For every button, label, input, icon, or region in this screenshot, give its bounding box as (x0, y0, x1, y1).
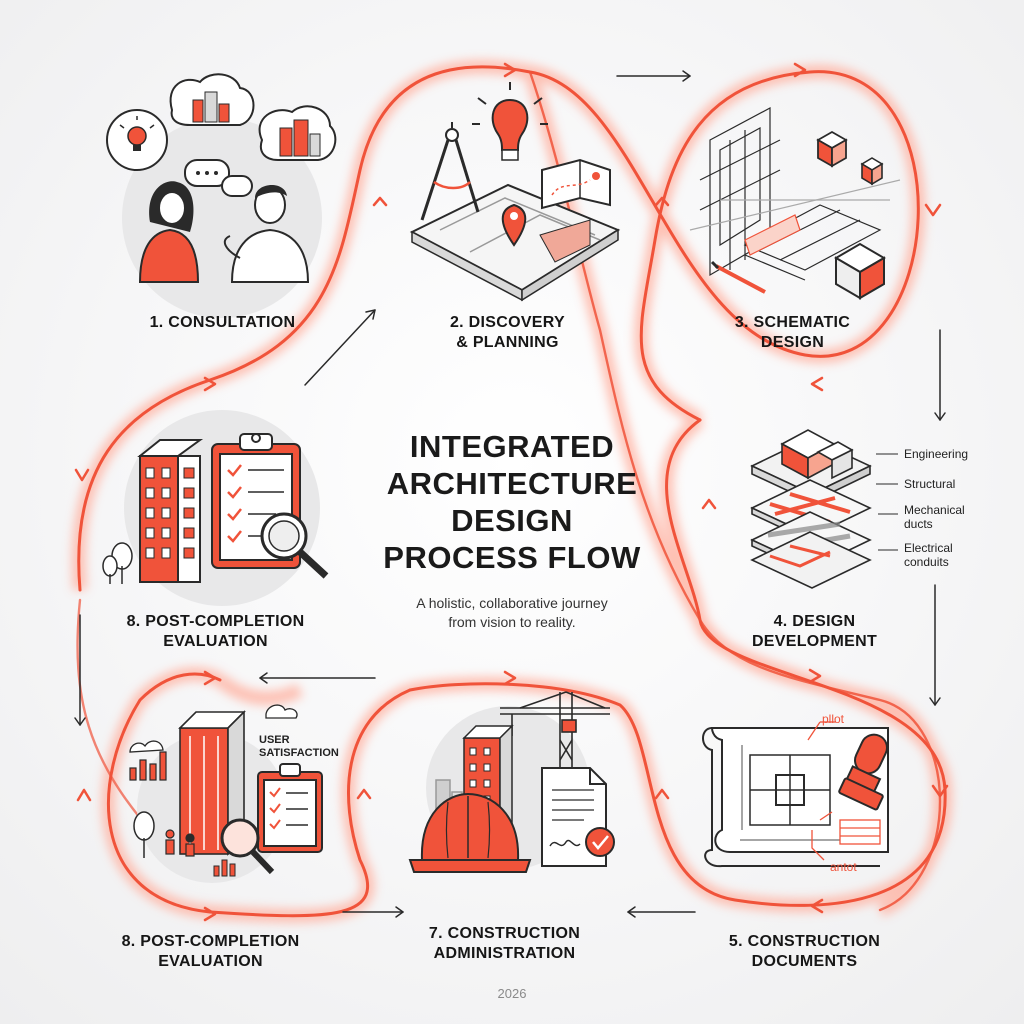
footer-year: 2026 (497, 986, 527, 1001)
consultation-illustration (106, 73, 337, 318)
title-block: INTEGRATED ARCHITECTURE DESIGN PROCESS F… (352, 428, 672, 632)
cube-icon (816, 130, 848, 168)
step-label-consultation: 1. CONSULTATION (149, 314, 296, 331)
pilot-annotation: pllot (822, 712, 845, 726)
person-icon (138, 181, 200, 283)
cube-icon (860, 157, 884, 186)
flow-path (76, 65, 947, 918)
user-satisfaction-label: USER SATISFACTION (259, 734, 339, 759)
construction-admin-illustration (408, 691, 615, 873)
chat-icon (184, 159, 253, 197)
map-pin-icon (501, 203, 527, 247)
step-label-schematic-design: 3. SCHEMATIC DESIGN (734, 314, 851, 351)
person-icon (223, 184, 310, 283)
discovery-illustration (409, 82, 621, 302)
blueprint-icon (702, 721, 889, 868)
stamp-icon (838, 733, 888, 811)
magnifier-icon (220, 818, 275, 875)
page-title: INTEGRATED ARCHITECTURE DESIGN PROCESS F… (383, 429, 641, 575)
bar-chart-icon (213, 859, 236, 877)
cloud-icon (129, 704, 298, 753)
layer-stack-icon (750, 429, 898, 589)
layer-label-engineering: Engineering (904, 447, 969, 461)
lightbulb-icon (106, 109, 168, 171)
antot-annotation: antot (830, 860, 857, 874)
step-label-post-completion-bottom: 8. POST-COMPLETION EVALUATION (121, 933, 300, 970)
step-label-discovery-planning: 2. DISCOVERY & PLANNING (449, 314, 566, 351)
flow-segment-1 (77, 65, 920, 592)
construction-documents-illustration (702, 721, 889, 868)
tree-icon (133, 811, 155, 858)
post-completion-top-illustration (102, 410, 329, 606)
flow-chevrons (74, 62, 949, 922)
document-check-icon (541, 767, 615, 867)
person-icon (165, 829, 195, 857)
magnifier-icon (260, 512, 329, 579)
hard-hat-icon (408, 792, 532, 873)
step-label-construction-documents: 5. CONSTRUCTION DOCUMENTS (728, 933, 881, 970)
post-completion-bottom-illustration (129, 704, 323, 883)
clipboard-icon (257, 763, 323, 853)
flow-segment-5 (76, 598, 152, 832)
pencil-icon (710, 260, 766, 294)
schematic-illustration (689, 107, 901, 300)
layer-label-electrical: Electrical conduits (904, 541, 953, 569)
city-icon (169, 73, 255, 126)
step-label-construction-administration: 7. CONSTRUCTION ADMINISTRATION (428, 925, 581, 962)
flow-segment-2 (408, 418, 947, 907)
bar-chart-icon (129, 751, 167, 781)
step-label-design-development: 4. DESIGN DEVELOPMENT (751, 613, 878, 650)
blueprint-icon (689, 107, 901, 281)
layer-label-structural: Structural (904, 477, 956, 491)
layer-label-mechanical: Mechanical ducts (904, 503, 965, 531)
connector-arrows (74, 70, 946, 918)
page-subtitle: A holistic, collaborative journey from v… (416, 595, 608, 630)
blueprint-icon (541, 158, 611, 210)
lightbulb-icon (472, 82, 548, 161)
building-icon (780, 429, 854, 480)
cube-icon (834, 242, 886, 300)
tree-icon (102, 542, 133, 584)
building-icon (137, 439, 204, 583)
city-icon (258, 105, 337, 161)
step-label-post-completion-top: 8. POST-COMPLETION EVALUATION (126, 613, 305, 650)
compass-icon (420, 122, 480, 221)
